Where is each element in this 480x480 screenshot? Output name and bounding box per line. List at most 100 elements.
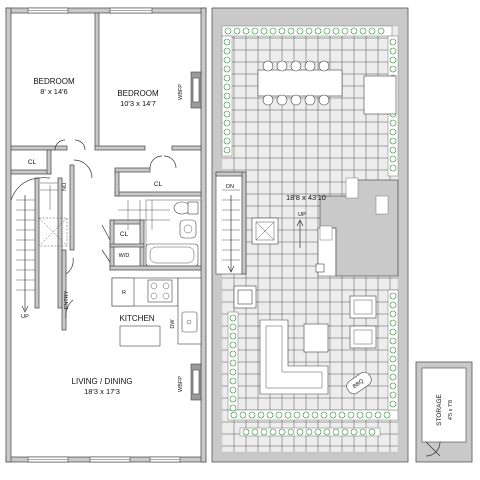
shrub-icon xyxy=(260,27,268,35)
shrub-icon xyxy=(389,292,397,300)
bedroom-2-dimensions: 10'3 x 14'7 xyxy=(120,99,156,108)
shrub-icon xyxy=(389,346,397,354)
window-top-group xyxy=(27,7,181,463)
shrub-icon xyxy=(229,314,237,322)
main-stairs-down-label: DN xyxy=(60,183,66,191)
shrub-icon xyxy=(389,56,397,64)
shrub-icon xyxy=(314,428,322,436)
shrub-icon xyxy=(229,386,237,394)
entry-label: ENTRY xyxy=(64,290,70,309)
shrub-icon xyxy=(223,146,231,154)
storage-room xyxy=(415,361,473,463)
shrub-icon xyxy=(242,428,250,436)
shrub-icon xyxy=(223,65,231,73)
shrub-icon xyxy=(389,146,397,154)
shrub-icon xyxy=(359,27,367,35)
shrub-icon xyxy=(389,319,397,327)
shrub-icon xyxy=(389,47,397,55)
shrub-icon xyxy=(293,411,301,419)
cooktop xyxy=(147,279,173,303)
bathroom-sink xyxy=(179,219,197,239)
labels: BEDROOM 8' x 14'6 BEDROOM 10'3 x 14'7 CL… xyxy=(21,77,454,426)
shrub-icon xyxy=(389,328,397,336)
roof-stairs-down-label: DN xyxy=(226,184,234,190)
shrub-icon xyxy=(269,27,277,35)
shrub-icon xyxy=(383,411,391,419)
closet-1-wall xyxy=(10,169,52,175)
shrub-icon xyxy=(389,382,397,390)
shrub-icon xyxy=(284,411,292,419)
shrub-icon xyxy=(223,110,231,118)
shrub-icon xyxy=(377,27,385,35)
shrub-icon xyxy=(239,411,247,419)
shrub-icon xyxy=(223,74,231,82)
shrub-icon xyxy=(389,391,397,399)
shrub-icon xyxy=(389,400,397,408)
shrub-icon xyxy=(223,83,231,91)
kitchen-counters xyxy=(111,277,202,347)
bathroom xyxy=(118,199,202,271)
shrub-icon xyxy=(356,411,364,419)
toilet xyxy=(173,201,191,215)
roof-deck-dimensions: 18'8 x 43'10 xyxy=(286,193,326,202)
shrub-icon xyxy=(329,411,337,419)
main-staircase xyxy=(10,177,74,331)
shrub-icon xyxy=(229,359,237,367)
perimeter-planters xyxy=(221,25,399,437)
shrub-icon xyxy=(389,373,397,381)
shrub-icon xyxy=(389,355,397,363)
refrigerator xyxy=(111,277,135,307)
shrub-icon xyxy=(233,27,241,35)
shrub-icon xyxy=(389,364,397,372)
shrub-icon xyxy=(229,368,237,376)
roof-staircase xyxy=(215,171,247,275)
wall-under-bedroom-1 xyxy=(10,145,68,151)
shrub-icon xyxy=(389,137,397,145)
shrub-icon xyxy=(332,428,340,436)
shrub-icon xyxy=(223,92,231,100)
shrub-icon xyxy=(332,27,340,35)
wall-under-bedroom-2 xyxy=(94,145,146,151)
closet-3-label: CL xyxy=(120,231,129,238)
outdoor-dining-table xyxy=(257,60,343,106)
shrub-icon xyxy=(266,411,274,419)
kitchen-label: KITCHEN xyxy=(119,314,154,323)
living-dining-label: LIVING / DINING xyxy=(72,377,133,386)
shrub-icon xyxy=(251,428,259,436)
shrub-icon xyxy=(278,428,286,436)
shrub-icon xyxy=(302,411,310,419)
dishwasher-label: DW xyxy=(170,319,176,329)
shrub-icon xyxy=(223,56,231,64)
shrub-icon xyxy=(368,428,376,436)
lounge-furniture xyxy=(233,285,377,395)
shrub-icon xyxy=(251,27,259,35)
closet-3-box xyxy=(109,219,145,225)
shrub-icon xyxy=(223,38,231,46)
shrub-icon xyxy=(229,395,237,403)
shrub-icon xyxy=(229,323,237,331)
bedroom-2-label: BEDROOM xyxy=(117,89,159,98)
shrub-icon xyxy=(389,155,397,163)
bedroom-1-dimensions: 8' x 14'6 xyxy=(40,87,67,96)
shrub-icon xyxy=(359,428,367,436)
shrub-icon xyxy=(269,428,277,436)
refrigerator-label: R xyxy=(122,290,126,296)
shrub-icon xyxy=(275,411,283,419)
living-dining-dimensions: 18'3 x 17'3 xyxy=(84,387,120,396)
shrub-icon xyxy=(365,411,373,419)
shrub-icon xyxy=(389,119,397,127)
apartment-plan xyxy=(5,7,207,463)
roof-hatch xyxy=(251,217,304,248)
shrub-icon xyxy=(341,27,349,35)
apartment-outer-wall-left xyxy=(5,7,12,463)
washer-dryer-label: W/D xyxy=(119,253,130,259)
shrub-icon xyxy=(229,341,237,349)
shrub-icon xyxy=(368,27,376,35)
shrub-icon xyxy=(350,428,358,436)
shrub-icon xyxy=(305,428,313,436)
shrub-icon xyxy=(350,27,358,35)
closet-1-label: CL xyxy=(28,159,37,166)
ac-unit xyxy=(363,75,397,115)
closet-2-wall xyxy=(114,191,202,197)
